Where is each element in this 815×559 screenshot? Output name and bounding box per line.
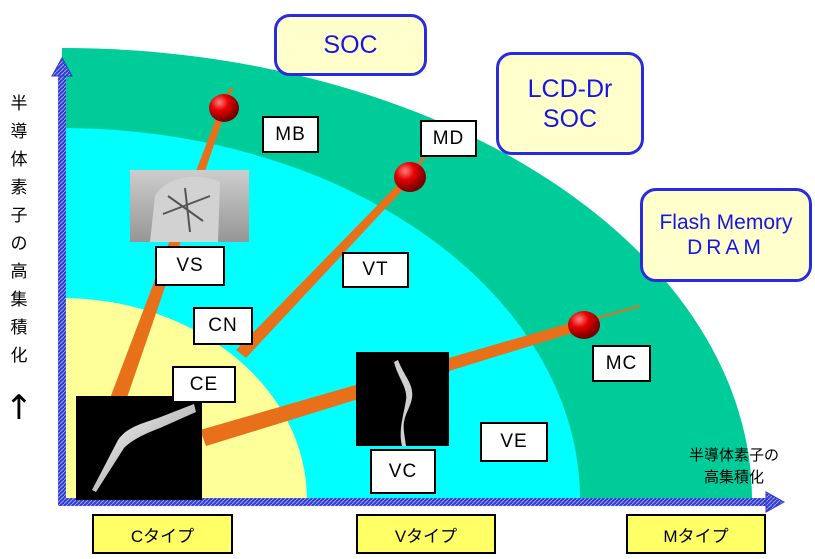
x-axis-arrowhead [765,491,786,513]
label-cn: CN [193,307,253,345]
ball-md [394,162,426,192]
vc-probe-photo [356,352,449,446]
y-label-char: 高 [10,262,28,282]
label-vc: VC [370,449,436,494]
x-axis-label: 半導体素子の 高集積化 [664,444,804,488]
y-label-char: 積 [10,318,28,338]
type-c-label: Cタイプ [92,514,233,554]
type-v-label: Vタイプ [356,514,496,554]
x-label-line1: 半導体素子の [688,446,779,464]
zone-label-lcd: LCD-Dr SOC [496,52,644,155]
x-axis [58,498,768,506]
y-label-char: 素 [10,178,28,198]
y-label-char: 体 [10,150,28,170]
label-ce: CE [172,366,236,403]
zone-flash-line2: DRAM [687,236,765,259]
zone-lcd-line2: SOC [542,104,598,133]
y-axis [58,74,66,504]
label-vs: VS [155,246,225,286]
y-label-char: 子 [10,206,28,226]
zone-soc-line1: SOC [323,31,378,59]
zone-flash-line1: Flash Memory [659,210,793,234]
y-axis-label: 半 導 体 素 子 の 高 集 積 化 ↑ [5,90,34,438]
y-label-arrow-icon: ↑ [4,388,34,428]
ball-mb [209,94,239,122]
zone-label-soc: SOC [274,14,427,76]
y-axis-arrowhead [51,56,73,77]
zone-label-flash: Flash Memory DRAM [640,188,812,282]
y-label-char: 集 [10,290,28,310]
y-label-char: 化 [10,346,28,366]
ball-mc [568,311,600,339]
probe-line-md [236,176,412,358]
type-m-label: Mタイプ [626,514,766,554]
c-probe-photo [76,396,202,500]
zone-lcd-line1: LCD-Dr [527,74,613,103]
label-mb: MB [262,116,319,153]
label-ve: VE [480,422,548,462]
label-mc: MC [592,345,651,382]
y-label-char: 導 [10,122,28,142]
y-label-char: の [10,234,28,254]
label-vt: VT [342,252,409,288]
label-md: MD [420,120,477,157]
y-label-char: 半 [10,94,28,114]
x-label-line2: 高集積化 [703,468,764,486]
vs-probe-photo [130,170,249,242]
